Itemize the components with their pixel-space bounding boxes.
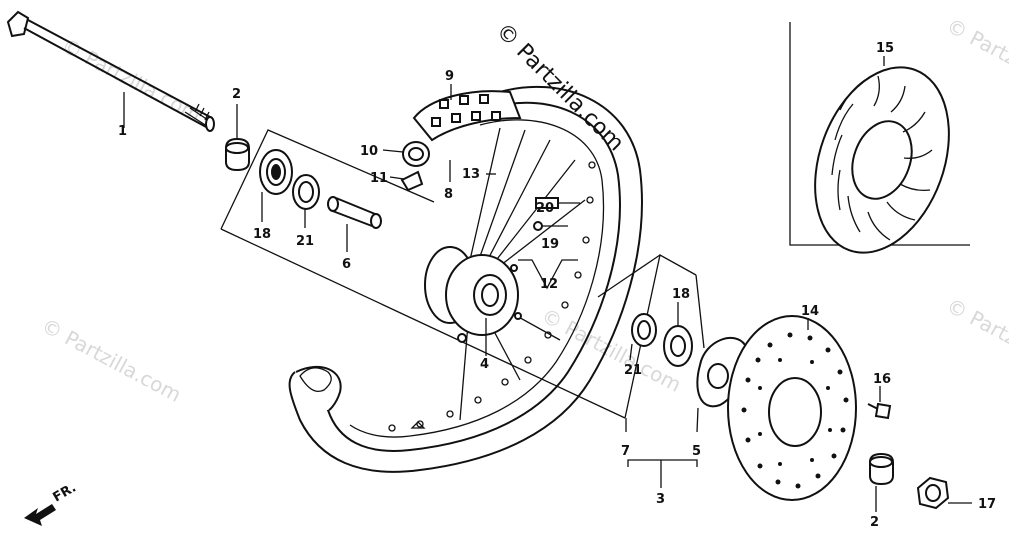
hub-part <box>424 246 522 343</box>
callout-18: 18 <box>672 287 690 302</box>
callout-19: 19 <box>541 237 559 252</box>
wheel-assembly <box>288 85 643 473</box>
assembly-outline <box>695 274 705 349</box>
callout-17: 17 <box>978 497 996 512</box>
axle-part <box>6 10 215 132</box>
disc-bolt-part <box>867 402 892 420</box>
alternate-disc-inset <box>789 22 970 254</box>
watermark-faint: © Partzilla.com <box>943 293 1009 387</box>
leader-line <box>389 176 405 180</box>
callout-14: 14 <box>801 304 819 319</box>
dust-seal-part <box>663 325 693 367</box>
callout-18: 18 <box>253 227 271 242</box>
assembly-outline <box>220 129 435 230</box>
callout-13: 13 <box>462 167 480 182</box>
callout-21: 21 <box>296 234 314 249</box>
callout-4: 4 <box>480 357 489 372</box>
callout-12: 12 <box>540 277 558 292</box>
direction-label: FR. <box>51 480 79 505</box>
brake-disc-part <box>727 315 857 501</box>
leader-line <box>696 407 699 433</box>
rim-band-part <box>402 141 430 167</box>
callout-15: 15 <box>876 41 894 56</box>
callout-21: 21 <box>624 363 642 378</box>
watermark-faint: © Partzilla.com <box>38 313 186 407</box>
collar-part <box>869 452 894 486</box>
spoke-nipple-detail <box>533 197 580 231</box>
watermark-main: © Partzilla.com <box>491 19 629 157</box>
callout-7: 7 <box>621 444 630 459</box>
collar-part <box>225 137 250 172</box>
tire-knobs-detail <box>412 90 522 142</box>
leader-line <box>382 149 404 153</box>
callout-3: 3 <box>656 492 665 507</box>
callout-1: 1 <box>118 124 127 139</box>
assembly-outline <box>597 254 661 298</box>
spokes <box>459 127 586 421</box>
spacer-tube-part <box>327 196 382 229</box>
axle-nut-part <box>916 476 950 510</box>
rim-spoke-holes <box>388 161 596 432</box>
callout-11: 11 <box>370 171 388 186</box>
valve-nut-part <box>400 170 424 192</box>
dust-seal-part <box>259 149 293 195</box>
callout-2: 2 <box>870 515 879 530</box>
bearing-part <box>292 174 320 210</box>
callout-20: 20 <box>536 201 554 216</box>
leader-line <box>627 459 698 467</box>
bearing-part <box>631 313 657 347</box>
watermark-faint: © Partzilla.com <box>943 13 1009 107</box>
callout-10: 10 <box>360 144 378 159</box>
leader-line <box>518 259 578 290</box>
callout-8: 8 <box>444 187 453 202</box>
front-direction-arrow: FR. <box>24 480 79 526</box>
callout-5: 5 <box>692 444 701 459</box>
leader-line <box>629 343 633 361</box>
callout-labels: 1 2 18 21 6 9 10 11 8 13 20 19 12 4 18 2… <box>118 41 996 530</box>
callout-2: 2 <box>232 87 241 102</box>
callout-6: 6 <box>342 257 351 272</box>
callout-16: 16 <box>873 372 891 387</box>
callout-9: 9 <box>445 69 454 84</box>
